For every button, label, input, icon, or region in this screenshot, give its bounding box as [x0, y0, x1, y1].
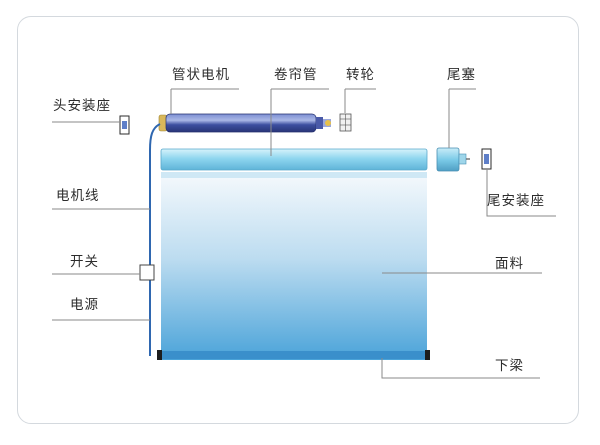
bottom-rail-left-cap — [157, 350, 162, 360]
drive-wheel — [339, 113, 352, 132]
motor-cable-label: 电机线 — [56, 188, 100, 204]
tail-bracket-label: 尾安装座 — [487, 193, 545, 209]
motor-cable — [149, 123, 161, 266]
tubular-motor — [158, 113, 331, 133]
switch-box — [139, 264, 155, 281]
tail-bracket — [481, 148, 492, 170]
fabric-panel — [161, 176, 427, 360]
tubular-motor-label: 管状电机 — [172, 67, 230, 83]
roller-tube-label: 卷帘管 — [274, 67, 318, 83]
power-supply-label: 电源 — [70, 297, 99, 313]
drive-wheel-label: 转轮 — [346, 67, 375, 83]
bottom-rail — [158, 351, 430, 359]
fabric-label: 面料 — [495, 256, 524, 272]
bottom-rail-right-cap — [425, 350, 430, 360]
head-bracket-label: 头安装座 — [53, 98, 111, 114]
end-plug-label: 尾塞 — [447, 67, 476, 83]
end-plug — [436, 147, 470, 172]
fabric-top-edge — [161, 172, 427, 178]
roller-tube — [160, 148, 428, 171]
switch-label: 开关 — [70, 254, 99, 270]
leader-lines — [52, 88, 556, 379]
head-bracket — [119, 115, 130, 135]
bottom-rail-label: 下梁 — [495, 358, 524, 374]
